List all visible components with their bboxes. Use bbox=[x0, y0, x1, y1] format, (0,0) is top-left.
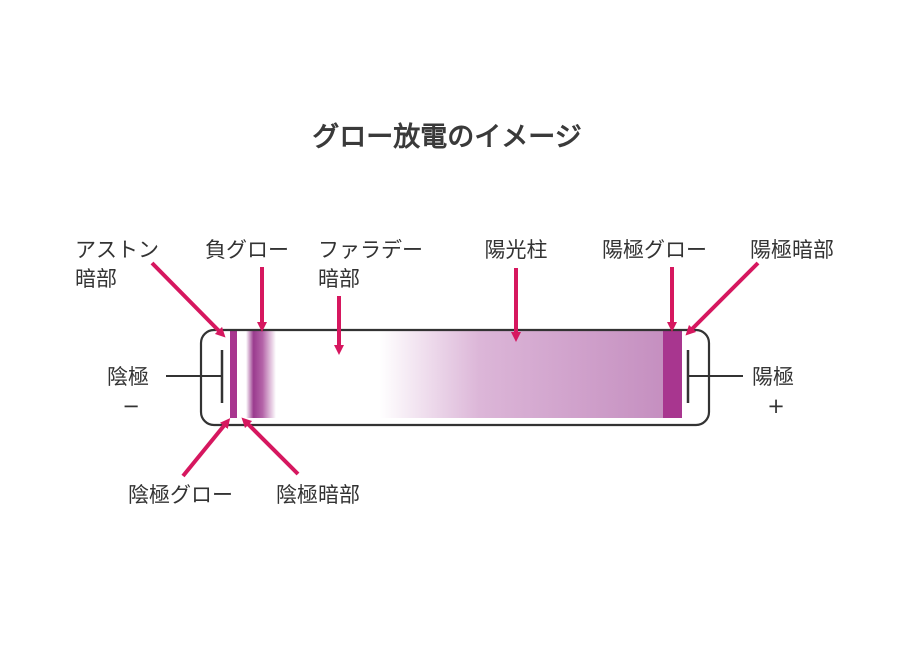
label-anode: 陽極 bbox=[752, 365, 794, 389]
diagram-title: グロー放電のイメージ bbox=[312, 121, 581, 153]
label-cathode-glow: 陰極グロー bbox=[128, 483, 233, 507]
arrow-anode-dark bbox=[685, 261, 760, 336]
label-anode-dark: 陽極暗部 bbox=[750, 238, 834, 262]
discharge-tube bbox=[199, 328, 711, 427]
arrows bbox=[150, 261, 760, 478]
arrow-cathode-glow bbox=[181, 418, 231, 478]
negative-glow-band bbox=[246, 331, 276, 418]
cathode-glow-band bbox=[230, 331, 237, 418]
label-anode-sign: + bbox=[767, 394, 785, 418]
arrow-cathode-dark bbox=[241, 417, 300, 476]
label-cathode: 陰極 bbox=[107, 365, 149, 389]
anode-glow-band bbox=[663, 331, 682, 418]
arrow-aston-dark bbox=[150, 261, 226, 338]
positive-column-band bbox=[380, 331, 664, 418]
label-negative-glow: 負グロー bbox=[205, 238, 289, 262]
label-anode-glow: 陽極グロー bbox=[602, 238, 707, 262]
label-cathode-sign: − bbox=[122, 394, 140, 418]
label-aston-dark-2: 暗部 bbox=[75, 267, 117, 291]
label-faraday-dark-1: ファラデー bbox=[318, 238, 423, 262]
label-aston-dark-1: アストン bbox=[75, 238, 159, 262]
label-cathode-dark: 陰極暗部 bbox=[276, 483, 360, 507]
label-faraday-dark-2: 暗部 bbox=[318, 267, 360, 291]
label-positive-column: 陽光柱 bbox=[485, 238, 548, 262]
